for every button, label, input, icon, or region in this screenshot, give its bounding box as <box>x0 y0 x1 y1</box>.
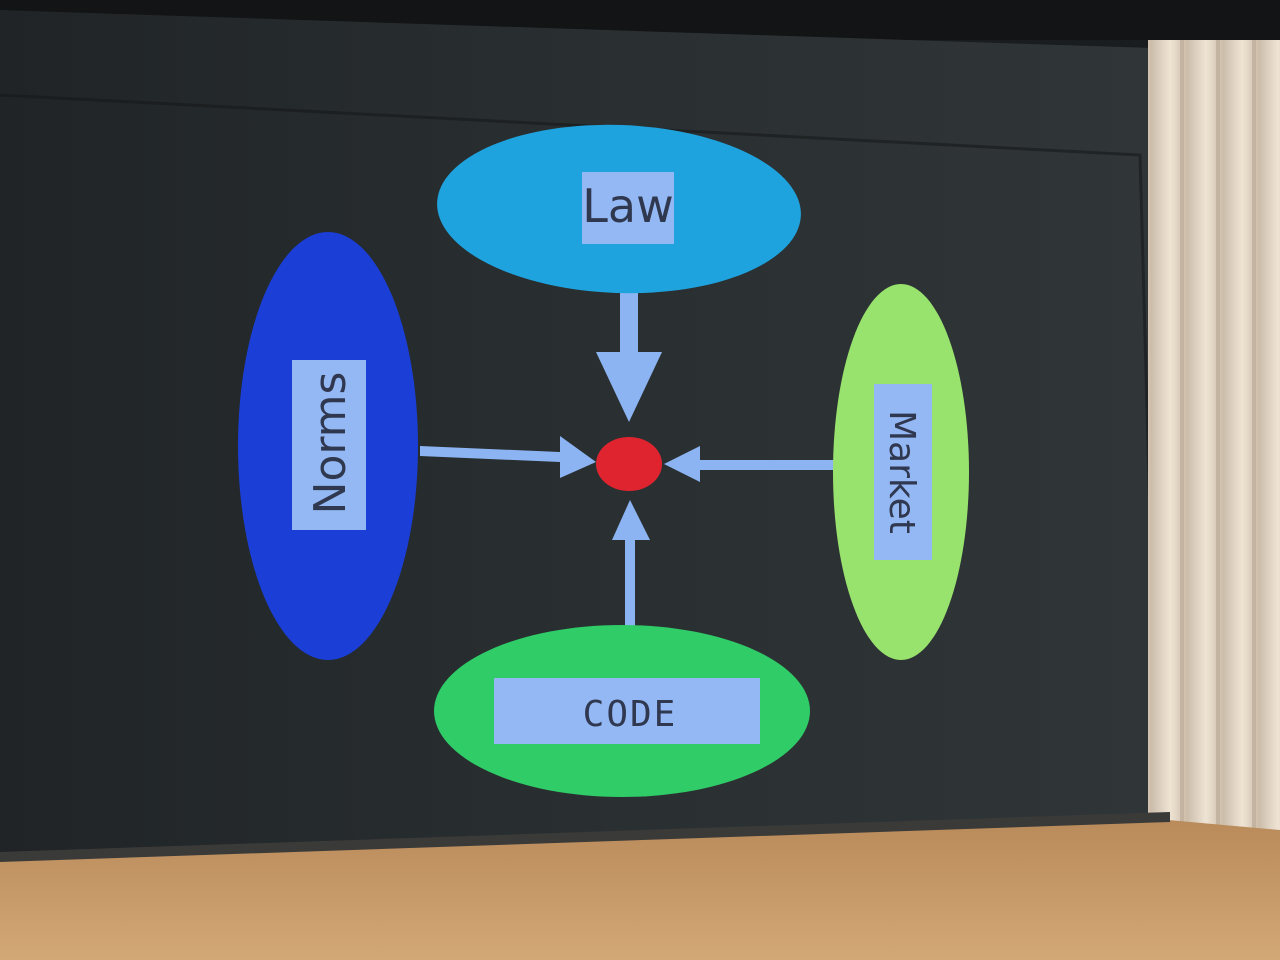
code-label: CODE <box>583 694 678 735</box>
center-node <box>596 437 662 491</box>
code-node: CODE <box>434 625 810 797</box>
code-arrow <box>612 500 650 626</box>
stage-floor <box>0 820 1280 960</box>
market-arrow <box>664 446 834 482</box>
law-label: Law <box>582 179 673 233</box>
diagram: Law Norms Market CODE <box>238 124 969 797</box>
norms-label: Norms <box>305 372 356 515</box>
law-arrow <box>596 290 662 422</box>
norms-node: Norms <box>238 232 418 660</box>
arrows <box>420 290 834 626</box>
curtain <box>1148 40 1280 870</box>
market-label: Market <box>881 410 922 534</box>
norms-arrow <box>420 436 596 478</box>
market-node: Market <box>833 284 969 660</box>
stage-edge <box>0 812 1170 862</box>
law-node: Law <box>437 124 801 294</box>
